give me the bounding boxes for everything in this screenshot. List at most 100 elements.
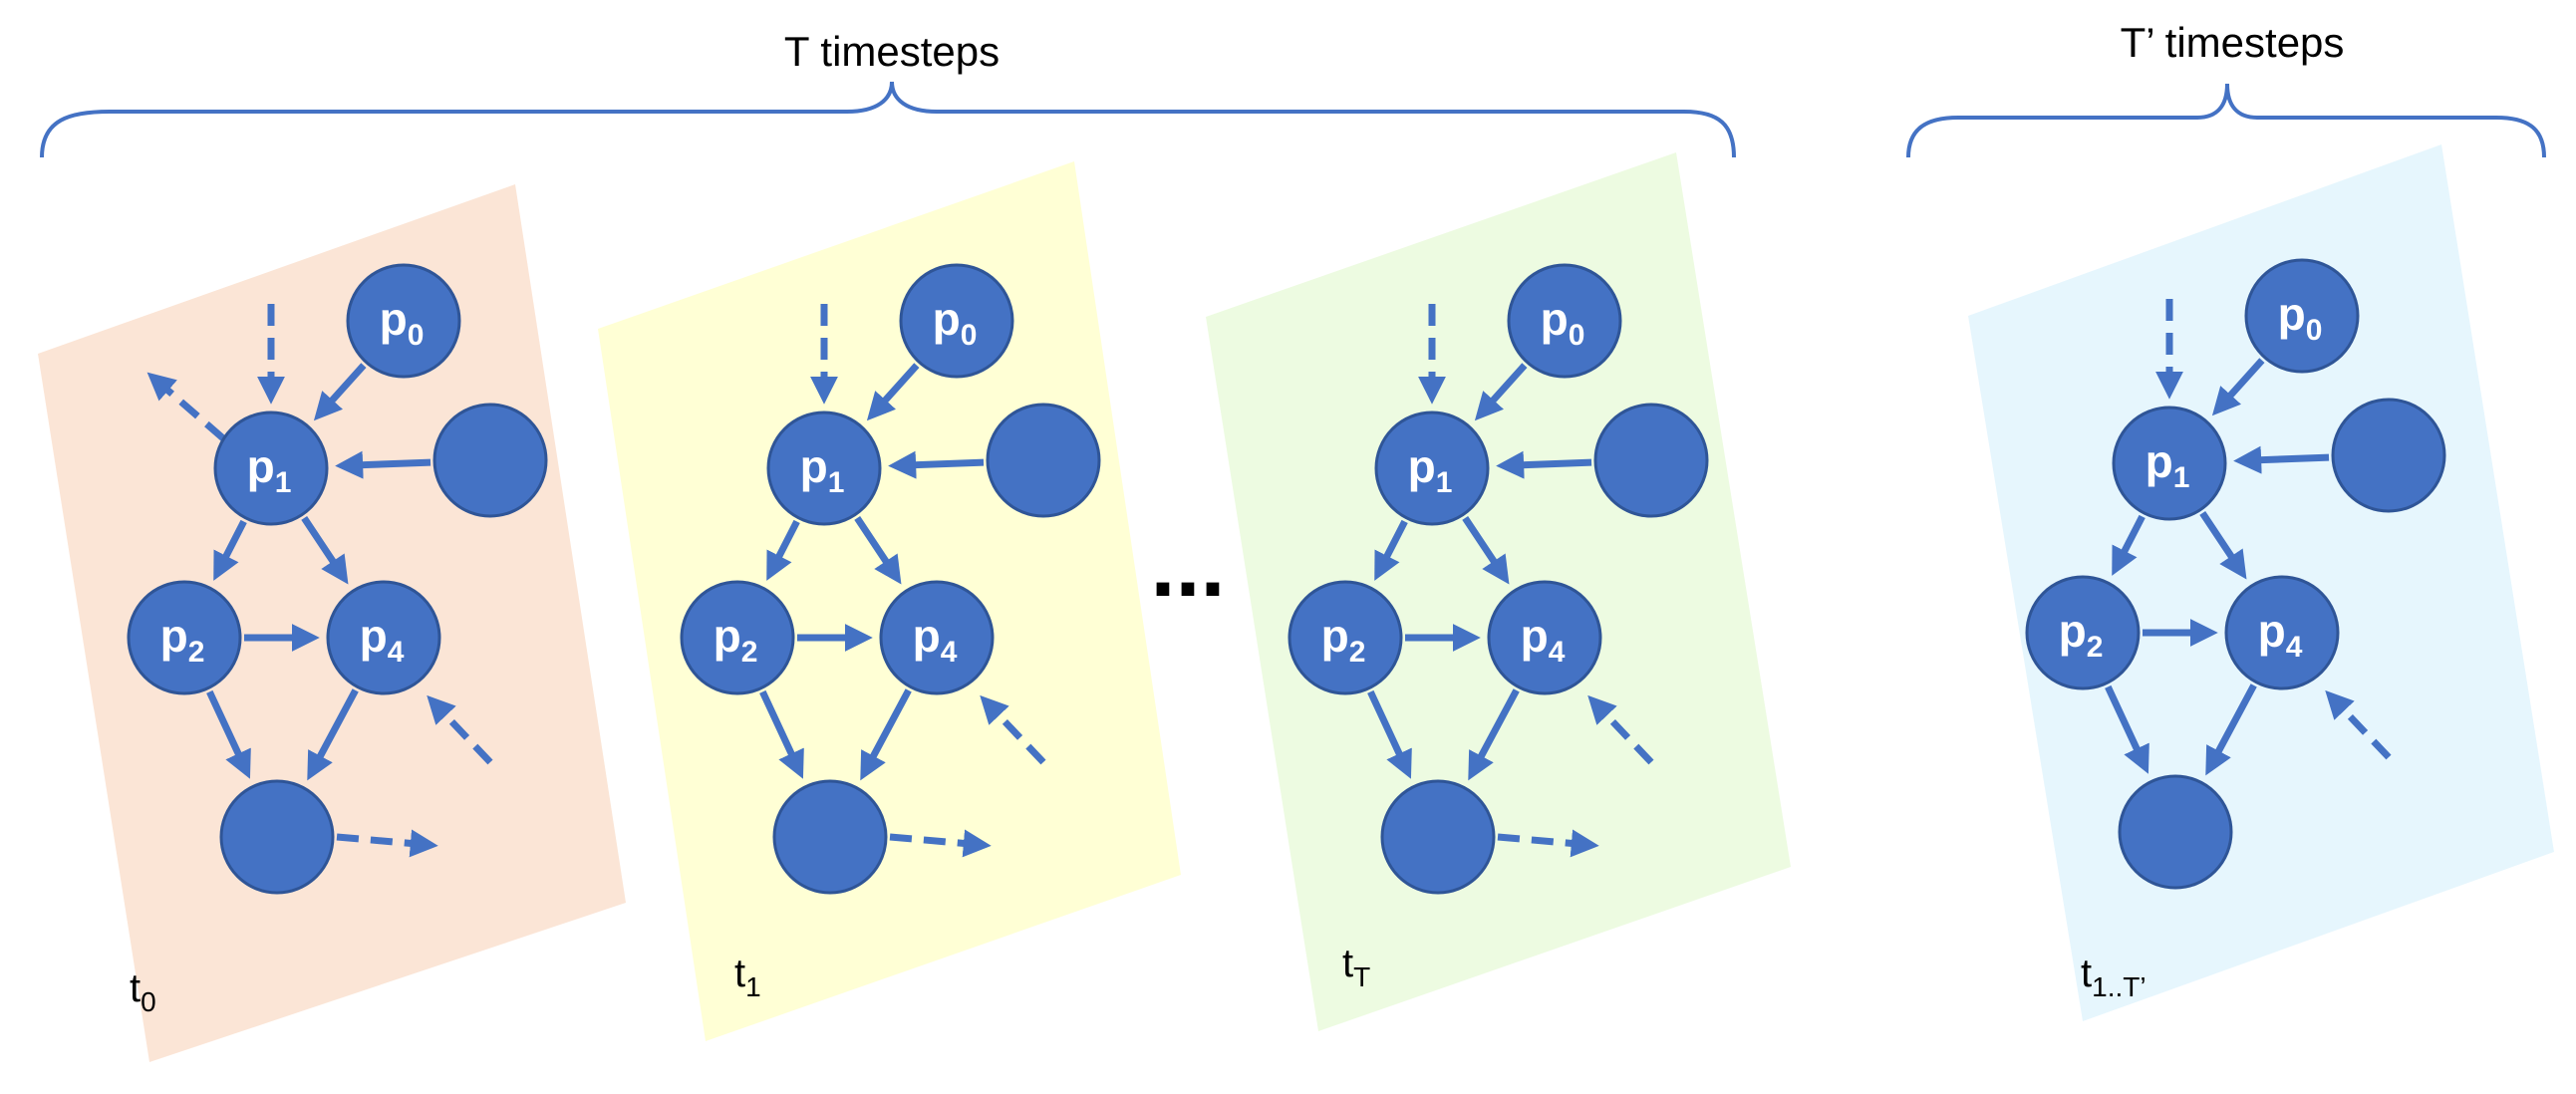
edge-p1-p2	[1374, 519, 1408, 581]
node-pb	[219, 779, 335, 895]
node-p2: p2	[680, 580, 795, 695]
edge-p1-p4	[1462, 516, 1510, 585]
node-label-p0: p0	[2278, 288, 2323, 347]
node-label-p2: p2	[714, 610, 758, 669]
node-circle	[1507, 263, 1622, 379]
outgoing-dashed-edge-right	[336, 829, 438, 858]
node-label-p1: p1	[800, 440, 845, 499]
outgoing-dashed-edge-right	[889, 829, 992, 858]
edge-p1-p4	[301, 516, 349, 585]
edge-p4-pb	[860, 688, 912, 781]
timestep-label-t1: t1	[734, 952, 761, 1002]
edge-pr-p1	[2233, 445, 2330, 474]
node-p4: p4	[326, 580, 441, 695]
ellipsis: ...	[1150, 516, 1225, 616]
node-label-p2: p2	[2059, 605, 2104, 664]
node-pb	[772, 779, 888, 895]
node-circle	[2224, 575, 2340, 690]
panel-t1: p0 p1 p2 p4 t1	[598, 161, 1181, 1041]
node-pb	[1380, 779, 1496, 895]
node-circle	[1288, 580, 1403, 695]
edge-pr-p1	[335, 450, 431, 479]
t-timesteps-brace	[40, 81, 1736, 158]
node-p1: p1	[2112, 406, 2227, 521]
node-pr	[986, 403, 1101, 518]
edge-p1-p4	[2199, 511, 2247, 580]
outgoing-dashed-edge-upleft	[146, 372, 226, 441]
tprime-timesteps-brace	[1906, 83, 2546, 158]
node-p4: p4	[1487, 580, 1602, 695]
node-pr	[1593, 403, 1709, 518]
node-circle	[1380, 779, 1496, 895]
node-p0: p0	[1507, 263, 1622, 379]
node-pr	[2331, 398, 2446, 513]
outgoing-dashed-edge-right	[1497, 829, 1599, 858]
node-p0: p0	[899, 263, 1014, 379]
node-label-p4: p4	[2258, 605, 2303, 664]
node-circle	[680, 580, 795, 695]
t-timesteps-label: T timesteps	[784, 28, 1000, 75]
node-circle	[2244, 258, 2360, 374]
incoming-dashed-edge-p4	[2325, 689, 2392, 760]
node-p4: p4	[2224, 575, 2340, 690]
panel-t1T: p0 p1 p2 p4 t1..T’	[1968, 144, 2554, 1021]
incoming-dashed-edge-p4	[427, 694, 493, 765]
node-circle	[1593, 403, 1709, 518]
node-label-p4: p4	[1521, 610, 1566, 669]
node-label-p1: p1	[1408, 440, 1453, 499]
node-circle	[899, 263, 1014, 379]
edge-p2-pb	[206, 689, 251, 779]
edge-p1-p2	[2112, 514, 2146, 576]
node-label-p0: p0	[933, 293, 978, 352]
node-circle	[346, 263, 461, 379]
node-label-p4: p4	[360, 610, 405, 669]
node-circle	[127, 580, 242, 695]
node-p4: p4	[879, 580, 995, 695]
edge-p2-pb	[2105, 684, 2149, 774]
node-p1: p1	[1374, 410, 1490, 526]
node-circle	[1487, 580, 1602, 695]
panel-background	[598, 161, 1181, 1041]
node-circle	[432, 403, 548, 518]
edge-p4-pb	[2205, 684, 2257, 776]
node-p2: p2	[127, 580, 242, 695]
node-p1: p1	[766, 410, 882, 526]
node-label-p0: p0	[1541, 293, 1585, 352]
node-circle	[2118, 774, 2233, 890]
incoming-dashed-edge-p4	[1587, 694, 1654, 765]
node-circle	[1374, 410, 1490, 526]
edge-p0-p1	[866, 363, 920, 421]
timestep-label-t1T: t1..T’	[2081, 952, 2147, 1002]
node-circle	[986, 403, 1101, 518]
node-circle	[2025, 575, 2141, 690]
node-circle	[2112, 406, 2227, 521]
node-circle	[219, 779, 335, 895]
panel-background	[1206, 152, 1791, 1031]
incoming-dashed-edge-p4	[980, 694, 1046, 765]
edge-p0-p1	[313, 363, 367, 421]
node-label-p1: p1	[2146, 435, 2190, 494]
edge-p2-pb	[1367, 689, 1412, 779]
node-p2: p2	[1288, 580, 1403, 695]
edge-p4-pb	[307, 688, 359, 781]
edge-p0-p1	[1474, 363, 1528, 421]
node-pr	[432, 403, 548, 518]
edge-p0-p1	[2211, 358, 2265, 416]
node-circle	[2331, 398, 2446, 513]
node-pb	[2118, 774, 2233, 890]
node-circle	[766, 410, 882, 526]
node-label-p4: p4	[913, 610, 958, 669]
edge-p1-p2	[213, 519, 247, 581]
edge-p4-pb	[1468, 688, 1520, 781]
edge-pr-p1	[1496, 450, 1592, 479]
node-circle	[772, 779, 888, 895]
node-p0: p0	[2244, 258, 2360, 374]
tprime-timesteps-label: T’ timesteps	[2121, 19, 2345, 66]
node-circle	[879, 580, 995, 695]
edge-p2-pb	[759, 689, 804, 779]
node-p2: p2	[2025, 575, 2141, 690]
edge-p1-p2	[766, 519, 800, 581]
node-circle	[326, 580, 441, 695]
